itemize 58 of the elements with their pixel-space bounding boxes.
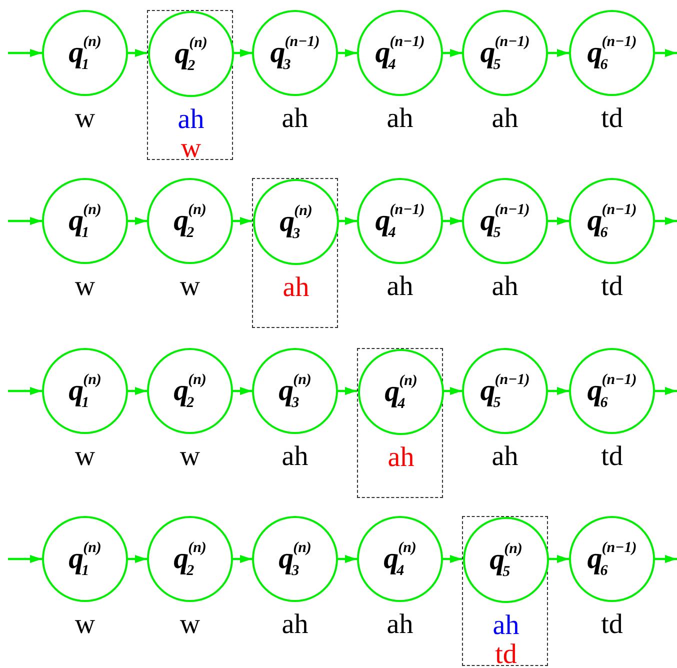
arrow	[338, 555, 357, 563]
arrow	[655, 217, 677, 225]
symbol-label: ah	[282, 104, 308, 133]
symbol-label: td	[601, 104, 623, 133]
symbol-label: ah	[388, 443, 414, 472]
arrow	[233, 217, 252, 225]
arrow	[548, 387, 569, 395]
arrow	[8, 217, 42, 225]
arrow	[655, 555, 677, 563]
selection-box	[462, 516, 548, 666]
arrow	[128, 555, 147, 563]
arrow	[8, 555, 42, 563]
arrow	[233, 49, 252, 57]
arrow	[233, 387, 252, 395]
symbol-label: td	[601, 610, 623, 639]
arrow	[8, 49, 42, 57]
selection-box	[147, 10, 233, 160]
symbol-label: w	[74, 272, 96, 301]
symbol-label: td	[601, 272, 623, 301]
symbol-label: ah	[386, 272, 414, 301]
symbol-label: ah	[492, 442, 518, 471]
symbol-label: w	[74, 610, 96, 639]
arrow	[443, 217, 462, 225]
symbol-label: ah	[282, 273, 310, 302]
symbol-label: ah	[178, 105, 204, 134]
symbol-label: w	[74, 442, 96, 471]
symbol-label: ah	[282, 442, 308, 471]
symbol-label: ah	[492, 611, 520, 640]
symbol-label: ah	[492, 272, 518, 301]
arrow	[443, 49, 462, 57]
symbol-label: w	[180, 272, 200, 301]
symbol-label: w	[74, 104, 96, 133]
arrow	[128, 217, 147, 225]
selection-box	[252, 178, 338, 328]
arrow	[233, 555, 252, 563]
arrow	[655, 387, 677, 395]
arrow	[443, 555, 462, 563]
arrow	[548, 555, 569, 563]
symbol-label: ah	[386, 104, 414, 133]
arrow	[548, 49, 569, 57]
arrow	[443, 387, 462, 395]
arrow	[338, 387, 357, 395]
symbol-label: ah	[282, 610, 308, 639]
symbol-label: w	[180, 610, 200, 639]
symbol-label: td	[495, 640, 517, 668]
arrow	[338, 49, 357, 57]
symbol-label: w	[180, 134, 202, 163]
selection-box	[357, 348, 443, 498]
arrow	[128, 387, 147, 395]
symbol-label: td	[601, 442, 623, 471]
symbol-label: ah	[386, 610, 414, 639]
symbol-label: w	[180, 442, 200, 471]
symbol-label: ah	[492, 104, 518, 133]
arrow	[338, 217, 357, 225]
arrow	[655, 49, 677, 57]
arrow	[128, 49, 147, 57]
arrow	[8, 387, 42, 395]
arrow	[548, 217, 569, 225]
